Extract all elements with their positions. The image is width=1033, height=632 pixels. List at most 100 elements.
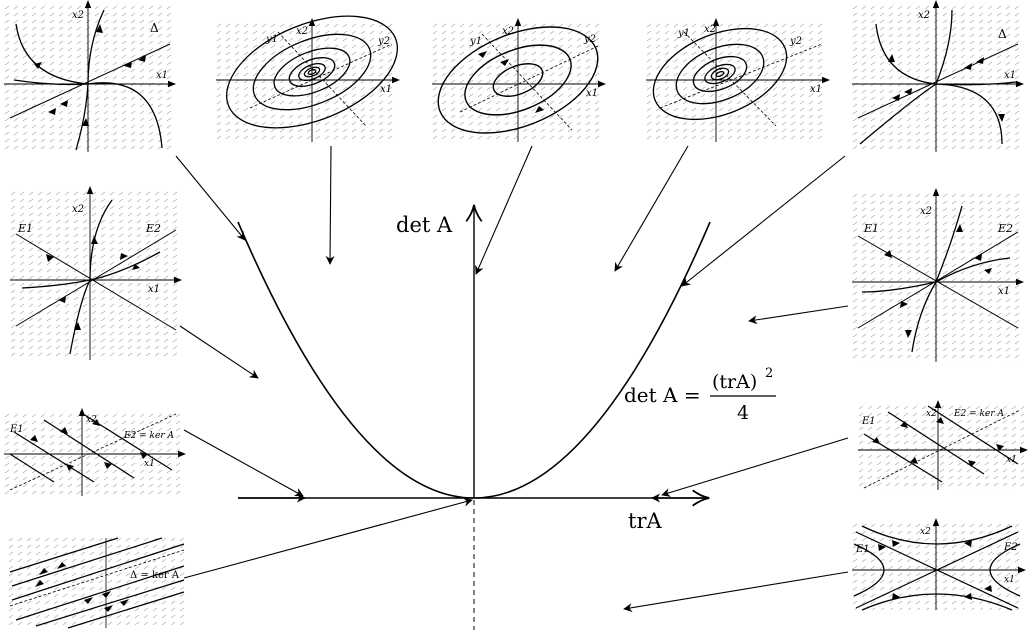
- pointer-arrow: [661, 437, 849, 497]
- equation-numerator: (trA): [712, 371, 757, 393]
- delta-ker-label: Δ = ker A: [130, 570, 180, 581]
- tr-axis-label: trA: [628, 509, 662, 533]
- y2-label: y2: [377, 36, 390, 47]
- phase-portrait-saddle: E1 x2 E2 x1: [852, 518, 1026, 611]
- closed-orbits: [437, 26, 599, 134]
- E1-label: E1: [861, 416, 876, 427]
- kernel-line: [863, 409, 1021, 489]
- trajectory: [935, 9, 953, 85]
- phase-portrait-degenerate-top-left: x2 x1 Δ: [4, 0, 176, 152]
- x2-label: x2: [296, 26, 308, 37]
- x1-label: x1: [148, 284, 160, 295]
- y2-axis: [659, 43, 823, 109]
- phase-portrait-node-right: x2 x1 E1 E2: [852, 188, 1024, 362]
- equation-denominator: 4: [737, 402, 749, 424]
- delta-line: [857, 43, 1019, 119]
- y2-label: y2: [583, 34, 596, 45]
- x2-label: x2: [72, 204, 84, 215]
- delta-label: Δ: [998, 27, 1007, 41]
- x1-label: x1: [1004, 575, 1015, 585]
- y2-axis: [459, 45, 599, 113]
- parabola-equation: det A = (trA) 2 4: [624, 366, 776, 424]
- phase-portrait-shear: Δ = ker A: [8, 536, 185, 629]
- x1-label: x1: [144, 459, 155, 469]
- eigen-line-E2: [857, 231, 1019, 329]
- x2-label: x2: [86, 415, 97, 425]
- phase-portrait-spiral-out: y1 x2 x1 y2: [646, 18, 830, 142]
- E2-label: E2: [1003, 542, 1018, 553]
- phase-portrait-node-left: x2 x1 E1 E2: [10, 186, 182, 360]
- x1-label: x1: [810, 84, 822, 95]
- trajectory: [69, 279, 91, 355]
- trajectory: [89, 199, 113, 281]
- x1-label: x1: [1006, 455, 1017, 465]
- trajectory: [859, 83, 937, 145]
- y2-label: y2: [789, 36, 802, 47]
- trajectory: [87, 9, 105, 85]
- trajectory: [89, 251, 161, 281]
- E1-label: E1: [17, 222, 33, 235]
- pointer-arrow: [175, 155, 246, 241]
- trajectory: [13, 79, 89, 86]
- x2-label: x2: [918, 10, 930, 21]
- eigen-line-E2: [855, 531, 1019, 609]
- y2-axis: [249, 43, 393, 109]
- y1-axis: [481, 33, 573, 131]
- hyperbolic-trajectories: [853, 525, 1021, 611]
- pointer-arrow: [325, 145, 335, 265]
- y1-axis: [277, 31, 367, 127]
- x1-label: x1: [1004, 70, 1016, 81]
- E1-label: E1: [863, 222, 879, 235]
- pointer-arrows: [175, 145, 849, 613]
- pointer-arrow: [623, 571, 849, 613]
- E2-label: E2: [997, 222, 1013, 235]
- main-axes: det A trA det A = (trA) 2 4: [237, 206, 776, 630]
- x2-label: x2: [72, 10, 84, 21]
- trajectory: [935, 83, 1003, 145]
- pointer-arrow: [475, 145, 533, 275]
- y1-axis: [683, 31, 777, 127]
- equation-exponent: 2: [765, 366, 773, 381]
- x2-label: x2: [926, 409, 937, 419]
- x1-label: x1: [998, 286, 1010, 297]
- equation-lhs: det A =: [624, 383, 701, 407]
- pointer-arrow: [681, 155, 846, 287]
- x2-label: x2: [704, 24, 716, 35]
- pointer-arrow: [748, 305, 849, 325]
- x2-label: x2: [502, 26, 514, 37]
- shear-trajectories: [9, 537, 185, 629]
- eigen-line-E1: [15, 233, 177, 331]
- phase-portrait-line-equilibria-right: E1 x2 E2 = ker A x1: [858, 400, 1028, 490]
- delta-line: [9, 43, 171, 119]
- E2-label: E2: [145, 222, 161, 235]
- pointer-arrow: [614, 145, 689, 272]
- pointer-arrow: [179, 325, 259, 379]
- trajectory: [935, 257, 1011, 283]
- phase-portrait-center: x2 x1 y1 y2: [432, 18, 606, 142]
- pointer-arrow: [183, 429, 304, 497]
- pointer-arrow: [183, 497, 473, 579]
- trajectory: [911, 281, 937, 353]
- trajectory: [935, 205, 963, 283]
- E1-label: E1: [855, 544, 870, 555]
- x1-label: x1: [586, 88, 598, 99]
- trajectory: [75, 83, 89, 151]
- y1-label: y1: [265, 34, 278, 45]
- x1-label: x1: [380, 84, 392, 95]
- trajectory: [87, 82, 163, 149]
- E2-ker-label: E2 = ker A: [953, 409, 1005, 419]
- x2-label: x2: [920, 527, 931, 537]
- x2-label: x2: [920, 206, 932, 217]
- x1-label: x1: [156, 70, 168, 81]
- E2-ker-label: E2 = ker A: [123, 431, 175, 441]
- phase-portrait-spiral-in: x2 x1 y1 y2: [216, 15, 400, 142]
- trajectory: [875, 23, 937, 85]
- eigen-line-E1: [857, 235, 1019, 329]
- y1-label: y1: [677, 28, 690, 39]
- trajectory: [861, 281, 937, 293]
- phase-portrait-degenerate-top-right: x2 x1 Δ: [852, 0, 1024, 152]
- kernel-line: [9, 549, 185, 607]
- E1-label: E1: [9, 424, 24, 435]
- det-axis-label: det A: [396, 213, 453, 237]
